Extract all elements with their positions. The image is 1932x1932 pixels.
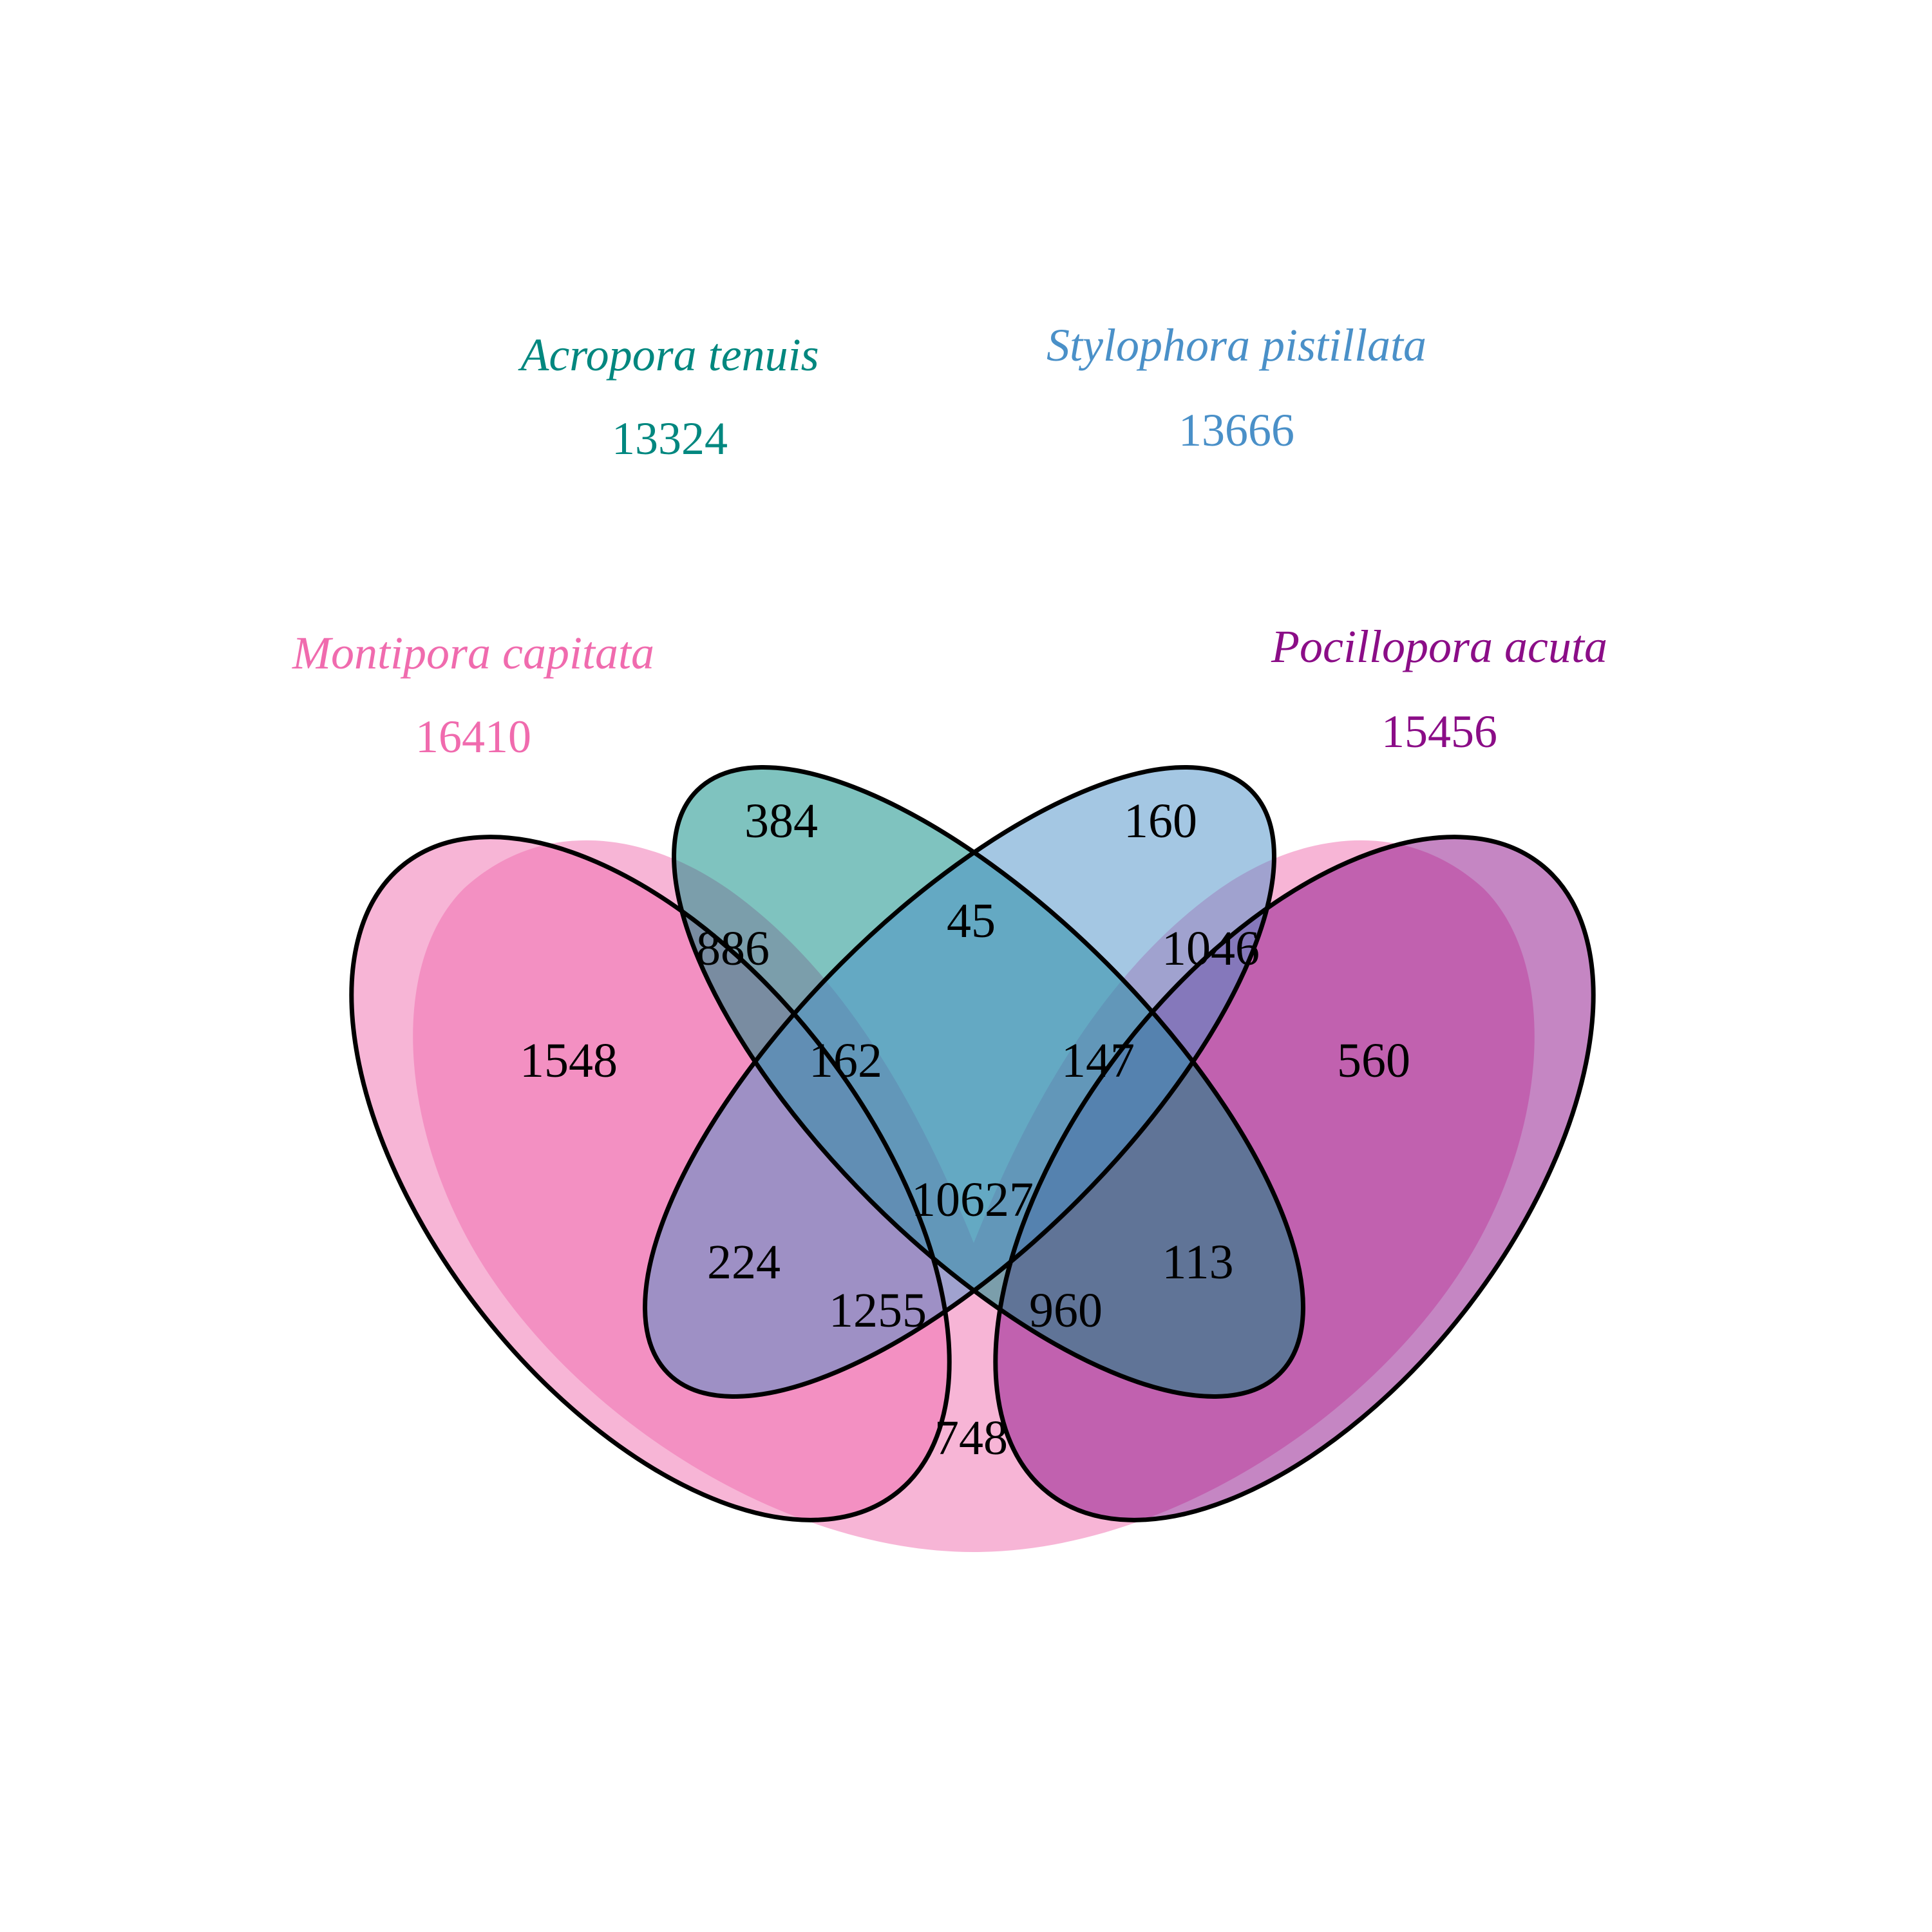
stylophora-pistillata-name: Stylophora pistillata bbox=[1046, 319, 1426, 371]
count-stylophora-only: 160 bbox=[1124, 794, 1197, 848]
count-pocillopora-only: 560 bbox=[1337, 1034, 1410, 1088]
count-montipora-acropora: 886 bbox=[696, 922, 770, 976]
count-acropora-pocillopora: 113 bbox=[1162, 1235, 1233, 1289]
count-montipora-pocillopora: 748 bbox=[934, 1411, 1008, 1465]
montipora-capitata-total: 16410 bbox=[415, 711, 531, 762]
acropora-tenuis-total: 13324 bbox=[612, 413, 728, 464]
acropora-tenuis-outline bbox=[672, 765, 1305, 1399]
stylophora-pistillata-fill bbox=[645, 767, 1274, 1397]
montipora-capitata-outline bbox=[349, 835, 952, 1522]
stylophora-pistillata-total: 13666 bbox=[1179, 404, 1294, 456]
count-montipora-only: 1548 bbox=[520, 1034, 618, 1088]
count-acropora-only: 384 bbox=[744, 794, 818, 848]
set-fills bbox=[351, 767, 1594, 1552]
count-montipora-stylophora: 224 bbox=[707, 1235, 781, 1289]
count-montipora-acropora-pocillopora: 960 bbox=[1029, 1283, 1103, 1338]
pocillopora-acuta-total: 15456 bbox=[1381, 706, 1497, 757]
acropora-tenuis-name: Acropora tenuis bbox=[518, 329, 819, 381]
count-montipora-acropora-stylophora: 162 bbox=[809, 1034, 882, 1088]
region-counts: 1548 384 160 560 886 45 1046 224 113 748… bbox=[520, 794, 1410, 1465]
count-stylophora-pocillopora: 1046 bbox=[1162, 922, 1260, 976]
stylophora-pistillata-outline bbox=[643, 765, 1276, 1399]
count-all-four: 10627 bbox=[911, 1173, 1034, 1227]
count-acropora-stylophora-pocillopora: 147 bbox=[1061, 1034, 1135, 1088]
pocillopora-acuta-name: Pocillopora acuta bbox=[1271, 621, 1607, 672]
montipora-capitata-name: Montipora capitata bbox=[292, 627, 654, 679]
count-montipora-stylophora-pocillopora: 1255 bbox=[829, 1283, 927, 1338]
count-acropora-stylophora: 45 bbox=[947, 894, 996, 948]
set-labels: Acropora tenuis 13324 Stylophora pistill… bbox=[292, 319, 1607, 762]
pocillopora-acuta-outline bbox=[993, 835, 1596, 1522]
set-outlines bbox=[349, 765, 1596, 1522]
